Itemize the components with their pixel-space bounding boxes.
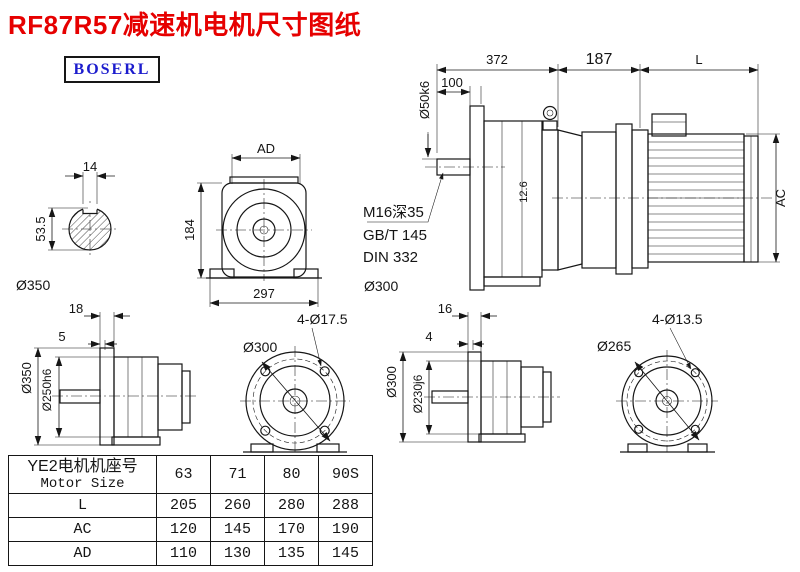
logo-text: BOSERL (73, 60, 151, 78)
dia-250-spigot: Ø250h6 (40, 368, 54, 411)
dim-297: 297 (253, 286, 275, 301)
tap-standard-din: DIN 332 (363, 249, 418, 266)
dim-5: 5 (58, 329, 65, 344)
table-cell: 170 (264, 517, 319, 542)
row-label-l: L (8, 493, 157, 518)
motor-size-col-90s: 90S (318, 455, 373, 494)
assembly-side-view: 372 187 L 100 Ø50k6 (363, 51, 788, 291)
table-cell: 280 (264, 493, 319, 518)
dim-18: 18 (69, 301, 83, 316)
dim-4: 4 (425, 329, 432, 344)
row-label-ac: AC (8, 517, 157, 542)
input-flange-side-view: 16 4 Ø300 Ø230j6 (384, 301, 560, 443)
dim-16: 16 (438, 301, 452, 316)
dim-187: 187 (586, 51, 613, 68)
table-cell: 145 (318, 541, 373, 566)
dia-300-mid: Ø300 (364, 278, 398, 294)
dim-ac: AC (773, 189, 788, 207)
tap-standard-gb: GB/T 145 (363, 227, 427, 244)
dia-300-bolt-circle: Ø300 (243, 339, 277, 355)
dim-184: 184 (182, 219, 197, 241)
table-cell: 205 (156, 493, 211, 518)
table-cell: 260 (210, 493, 265, 518)
dim-100: 100 (441, 75, 463, 90)
dia-300-flange: Ø300 (384, 366, 399, 398)
table-cell: 130 (210, 541, 265, 566)
table-row-ad: AD 110 130 135 145 (8, 541, 373, 566)
table-header-cell: YE2电机机座号 Motor Size (8, 455, 157, 494)
table-cell: 190 (318, 517, 373, 542)
dia-350-section: Ø350 (16, 277, 50, 293)
input-flange-front-view: Ø265 4-Ø13.5 (597, 311, 718, 453)
table-cell: 135 (264, 541, 319, 566)
motor-size-col-80: 80 (264, 455, 319, 494)
dim-12-6: 12.6 (518, 181, 530, 202)
table-cell: 110 (156, 541, 211, 566)
output-flange-side-view: 18 5 Ø350 Ø250h6 (19, 301, 198, 446)
table-header-row: YE2电机机座号 Motor Size 63 71 80 90S (8, 455, 373, 494)
dim-l: L (695, 52, 702, 67)
row-label-ad: AD (8, 541, 157, 566)
dim-53-5: 53.5 (33, 216, 48, 241)
gearbox-front-view: AD 184 297 (182, 141, 322, 307)
dia-265-bolt-circle: Ø265 (597, 338, 631, 354)
technical-drawing: 372 187 L 100 Ø50k6 (16, 51, 788, 455)
dim-shaft-dia: Ø50k6 (417, 81, 432, 119)
dia-350-flange: Ø350 (19, 362, 34, 394)
table-header-en: Motor Size (40, 475, 125, 492)
dim-372: 372 (486, 52, 508, 67)
table-cell: 120 (156, 517, 211, 542)
motor-size-col-63: 63 (156, 455, 211, 494)
table-row-ac: AC 120 145 170 190 (8, 517, 373, 542)
dim-14: 14 (83, 159, 97, 174)
dia-230-spigot: Ø230j6 (411, 374, 425, 413)
holes-13-5: 4-Ø13.5 (652, 311, 703, 327)
motor-size-col-71: 71 (210, 455, 265, 494)
dim-ad: AD (257, 141, 275, 156)
table-row-l: L 205 260 280 288 (8, 493, 373, 518)
output-flange-front-view: Ø300 4-Ø17.5 (240, 311, 350, 455)
table-header-cn: YE2电机机座号 (27, 457, 138, 475)
motor-size-table: YE2电机机座号 Motor Size 63 71 80 90S L 205 2… (8, 455, 373, 566)
tap-hole-label: M16深35 (363, 204, 424, 221)
logo-box: BOSERL (64, 56, 160, 83)
holes-17-5: 4-Ø17.5 (297, 311, 348, 327)
table-cell: 288 (318, 493, 373, 518)
shaft-section-view: 14 53.5 Ø350 (16, 159, 118, 293)
table-cell: 145 (210, 517, 265, 542)
page-title: RF87R57减速机电机尺寸图纸 (8, 10, 362, 40)
